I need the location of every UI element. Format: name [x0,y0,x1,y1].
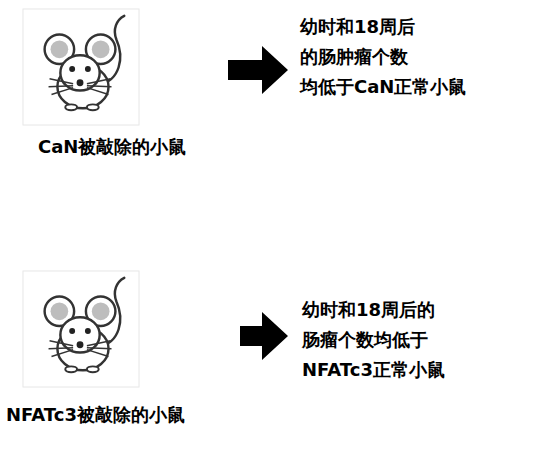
figure-caption: NFATc3被敲除的小鼠 [6,400,185,430]
mouse-figure [23,9,139,125]
block-arrow [228,46,288,360]
result-text: 幼时和18周后 的肠肿瘤个数 均低于CaN正常小鼠 [300,12,478,102]
figure-caption: CaN被敲除的小鼠 [38,132,186,162]
mouse-figure [23,271,139,387]
result-text: 幼时和18周后的 肠瘤个数均低于 NFATc3正常小鼠 [302,295,480,385]
